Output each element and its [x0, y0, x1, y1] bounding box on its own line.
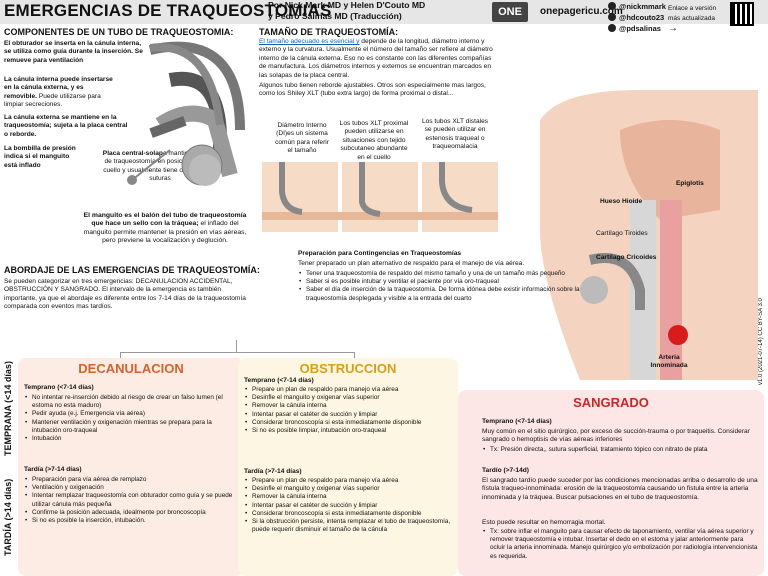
authors-line-2: y Pedro Salinas MD (Traducción) — [268, 11, 402, 21]
cuff-note: El manguito es el balón del tubo de traq… — [83, 212, 247, 245]
obstruccion-early-list: Prepare un plan de respaldo para manejo … — [244, 386, 454, 435]
outer-cannula-note: La cánula externa se mantiene en la traq… — [4, 114, 128, 138]
list-item: Ventilación y oxigenación — [24, 484, 238, 492]
sangrado-early-list: Tx: Presión directa,, sutura superficial… — [482, 446, 760, 454]
balloon-note: La bombilla de presión indica si el mang… — [4, 145, 76, 169]
hioides-label: Hueso Hioide — [600, 198, 643, 205]
list-item: Desinfle el manguito y oxigenar vías sup… — [244, 394, 454, 402]
obturator-note: El obturador se inserta en la cánula int… — [4, 40, 143, 64]
list-item: Si la obstrucción persiste, intenta remp… — [244, 518, 454, 534]
twitter-icon — [608, 13, 616, 21]
size-title: TAMAÑO DE TRAQUEOSTOMÍA: — [259, 27, 399, 37]
sangrado-late-title: Tardío (>7-14d) — [482, 467, 529, 474]
twitter-icon — [608, 2, 616, 10]
list-item: Preparación para vía aérea de remplazo — [24, 476, 238, 484]
xlt-proximal-note: Los tubos XLT proximal pueden utilizarse… — [339, 120, 409, 161]
one-logo: ONE — [492, 2, 528, 22]
obstruccion-early-title: Temprano (<7-14 días) — [244, 377, 314, 384]
decanulacion-late-title: Tardía (>7-14 días) — [24, 466, 82, 473]
list-item: Prepare un plan de respaldo para manejo … — [244, 386, 454, 394]
decanulacion-title: DECANULACION — [78, 361, 184, 376]
size-paragraph-2: Algunos tubo tienen reborde ajustables. … — [259, 82, 486, 98]
decanulacion-late-list: Preparación para vía aérea de remplazo V… — [24, 476, 238, 525]
tube-size-diagrams — [262, 162, 498, 232]
twitter-icon — [608, 24, 616, 32]
list-item: Desinfle el manguito y oxigenar vías sup… — [244, 485, 454, 493]
list-item: Considerar broncoscopía si esta inmediat… — [244, 510, 454, 518]
sangrado-late-list: Tx: sobre inflar el manguito para causar… — [482, 528, 760, 561]
sangrado-title: SANGRADO — [573, 395, 649, 410]
list-item: No intentar re-inserción debido al riesg… — [24, 394, 238, 410]
contingency-title: Preparación para Contingencias en Traque… — [298, 250, 462, 257]
connector-line — [236, 340, 237, 352]
list-item: Remover la cánula interna — [244, 493, 454, 501]
authors-line-1: Por Nick Mark MD y Helen D'Couto MD — [268, 0, 426, 10]
obstruccion-late-title: Tardía (>7-14 días) — [244, 468, 302, 475]
list-item: Tx: Presión directa,, sutura superficial… — [482, 446, 760, 454]
twitter-handle-3[interactable]: @pdsalinas — [608, 23, 661, 34]
components-title: COMPONENTES DE UN TUBO DE TRAQUEOSTOMIA: — [4, 27, 234, 37]
inner-cannula-note: La cánula interna puede insertarse en la… — [4, 76, 113, 109]
tiroides-label: Cartílago Tiroides — [596, 230, 648, 237]
size-paragraph: El tamaño adecuado es esencial y depende… — [259, 38, 493, 79]
obstruccion-title: OBSTRUCCION — [299, 361, 397, 376]
list-item: Si no es posible la inserción, intubació… — [24, 517, 238, 525]
obturator-illustration — [150, 43, 224, 126]
list-item: Mantener ventilación y oxigenación mient… — [24, 419, 238, 435]
list-item: Tener una traqueostomía de respaldo del … — [298, 270, 598, 278]
list-item: Saber el día de inserción de la traqueos… — [298, 286, 598, 302]
xlt-distal-note: Los tubos XLT distales se pueden utiliza… — [421, 118, 489, 151]
sangrado-late-text: El sangrado tardío puede suceder por las… — [482, 477, 758, 501]
temprana-label: TEMPRANA (<14 días) — [3, 361, 13, 456]
decanulacion-early-list: No intentar re-inserción debido al riesg… — [24, 394, 238, 443]
site-link[interactable]: onepagericu.com — [540, 6, 623, 17]
list-item: Pedir ayuda (e.j. Emergencia vía aérea) — [24, 410, 238, 418]
arrow-right-icon: → — [668, 23, 678, 34]
connector-line — [354, 352, 355, 360]
twitter-handle-1[interactable]: @nickmmark — [608, 1, 666, 12]
list-item: Intubación — [24, 435, 238, 443]
twitter-handle-2[interactable]: @hdcouto23 — [608, 12, 664, 23]
contingency-list: Tener una traqueostomía de respaldo del … — [298, 270, 598, 303]
sangrado-early-title: Temprano (<7-14 días) — [482, 418, 552, 425]
list-item: Tx: sobre inflar el manguito para causar… — [482, 528, 760, 561]
license-version: v1.0 (2021-07-14) CC BY-SA 3.0 — [758, 298, 764, 385]
obstruccion-late-list: Prepare un plan de respaldo para manejo … — [244, 477, 454, 534]
epiglotis-label: Epiglotis — [676, 180, 704, 187]
qr-code-icon[interactable] — [730, 2, 754, 26]
size-link[interactable]: El tamaño adecuado es esencial y — [259, 38, 360, 45]
list-item: Si no es posible limpiar, intubación oro… — [244, 427, 454, 435]
latest-version-link[interactable]: Enlace a versión más actualizada → — [668, 5, 717, 34]
approach-title: ABORDAJE DE LAS EMERGENCIAS DE TRAQUEOST… — [4, 265, 260, 275]
list-item: Intentar remplazar traqueostomía con obt… — [24, 492, 238, 508]
header-bar — [0, 0, 768, 24]
list-item: Remover la cánula interna — [244, 402, 454, 410]
cricoides-label: Cartílago Cricoides — [596, 254, 657, 261]
page-title: EMERGENCIAS DE TRAQUEOSTOMIAS — [4, 1, 332, 20]
list-item: Intentar pasar el catéter de succión y l… — [244, 502, 454, 510]
sangrado-late-text-2: Esto puede resultar en hemorragia mortal… — [482, 519, 606, 526]
connector-line — [120, 352, 354, 353]
neck-anatomy-illustration — [540, 90, 758, 380]
list-item: Confirme la posición adecuada, idealment… — [24, 509, 238, 517]
list-item: Prepare un plan de respaldo para manejo … — [244, 477, 454, 485]
connector-line — [120, 352, 121, 360]
sangrado-early-text: Muy común en el sitio quirúrgico, por ex… — [482, 428, 750, 444]
list-item: Considerar broncoscopía si esta inmediat… — [244, 419, 454, 427]
tardia-label: TARDÍA (>14 días) — [3, 478, 13, 556]
list-item: Saber si es posible intubar y ventilar e… — [298, 278, 598, 286]
diameter-note: Diámetro Interno (DI)es un sistema común… — [275, 122, 329, 155]
approach-text: Se pueden categorizar en tres emergencia… — [4, 278, 246, 311]
arteria-label: Arteria Innominada — [650, 354, 688, 370]
contingency-intro: Tener preparado un plan alternativo de r… — [298, 260, 525, 267]
list-item: Intentar pasar el catéter de succión y l… — [244, 411, 454, 419]
authors: Por Nick Mark MD y Helen D'Couto MD y Pe… — [268, 0, 425, 22]
decanulacion-early-title: Temprano (<7-14 días) — [24, 384, 94, 391]
